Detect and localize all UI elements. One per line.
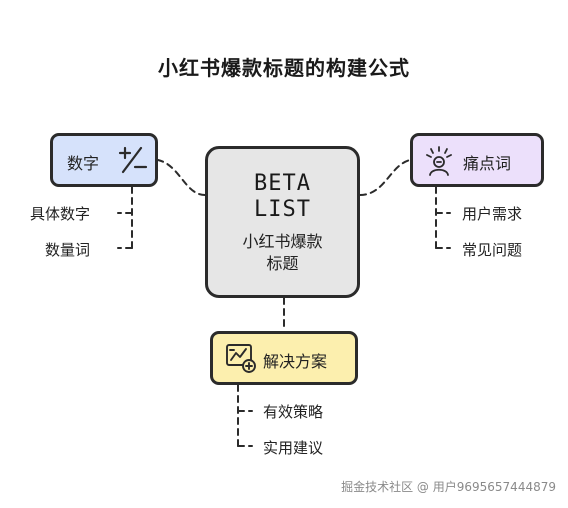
center-node: BETA LIST 小红书爆款 标题 (205, 146, 360, 298)
plus-minus-icon (118, 146, 148, 174)
logo-line-beta: BETA (254, 171, 311, 196)
chart-plus-icon (226, 344, 256, 373)
center-label-line2: 标题 (266, 254, 299, 273)
bottom-item-2: 实用建议 (263, 439, 324, 457)
connector-center-right (359, 159, 411, 196)
node-numbers: 数字 (50, 133, 158, 187)
bottom-item-1: 有效策略 (263, 403, 324, 421)
center-label-line1: 小红书爆款 (242, 232, 323, 251)
right-item-1: 用户需求 (462, 205, 523, 223)
right-item-2: 常见问题 (462, 241, 523, 259)
connector-center-left (157, 159, 206, 196)
left-item-2: 数量词 (45, 241, 91, 259)
node-numbers-label: 数字 (67, 154, 100, 173)
node-pain-points-label: 痛点词 (463, 154, 512, 173)
diagram-title: 小红书爆款标题的构建公式 (158, 56, 410, 80)
logo-line-list: LIST (254, 197, 311, 222)
node-solutions: 解决方案 (210, 331, 358, 385)
node-solutions-label: 解决方案 (263, 352, 328, 371)
node-pain-points: 痛点词 (410, 133, 544, 187)
person-alert-icon (426, 146, 452, 176)
watermark: 掘金技术社区 @ 用户9695657444879 (341, 480, 556, 494)
left-item-1: 具体数字 (30, 205, 91, 223)
